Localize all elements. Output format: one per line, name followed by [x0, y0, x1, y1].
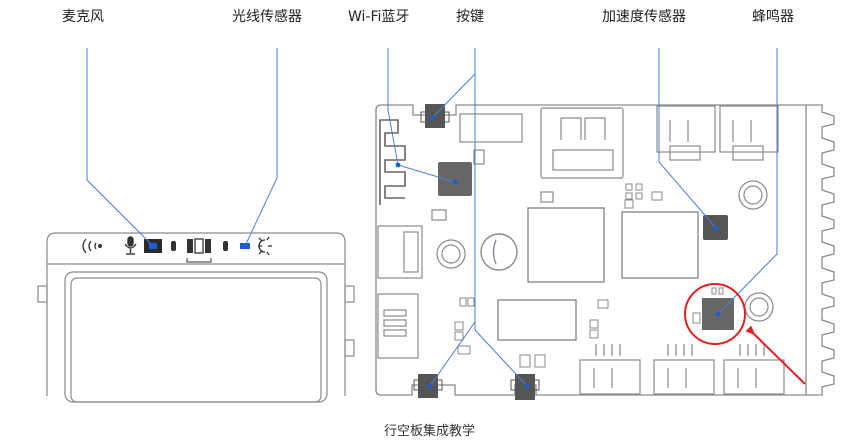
indicator-dot-2 [223, 241, 228, 251]
smd-small-4 [519, 354, 531, 368]
sound-wave-icon [82, 238, 102, 254]
dot-accelerometer [713, 225, 719, 231]
buzzer-marks [711, 287, 724, 295]
soc-chip [527, 207, 605, 283]
usb-host-port [540, 107, 624, 179]
figure-caption: 行空板集成教学 [384, 424, 476, 439]
smd-small-1 [473, 149, 485, 165]
label-wifi-bluetooth: Wi-Fi蓝牙 [348, 9, 410, 25]
grove-connector-top-2 [719, 105, 779, 161]
mounting-holes [436, 180, 774, 322]
dot-button-b [427, 383, 433, 389]
leader-button-top [431, 73, 476, 119]
side-button-right-bottom [344, 339, 355, 357]
label-light-sensor: 光线传感器 [232, 9, 302, 25]
pcb-outline [375, 104, 807, 396]
smd-small-5 [534, 354, 546, 368]
leader-wifi-bluetooth [387, 48, 456, 183]
header-strip [459, 113, 523, 143]
device-screen-inner [70, 277, 322, 403]
buzzer-highlight-circle [684, 283, 746, 345]
dot-light-sensor [242, 243, 248, 249]
device-outline [46, 232, 346, 396]
leader-microphone [86, 48, 154, 247]
side-button-left [37, 285, 48, 303]
wifi-bluetooth-chip [438, 162, 472, 196]
side-button-right-top [344, 285, 355, 303]
flash-chip [497, 299, 577, 341]
leader-buzzer [717, 48, 778, 315]
indicator-dot-1 [171, 241, 176, 251]
label-buzzer: 蜂鸣器 [752, 9, 794, 25]
edge-connector [806, 104, 835, 396]
dot-wifi-antenna [395, 162, 401, 168]
label-button: 按键 [456, 9, 484, 25]
leader-dots-right [395, 115, 721, 389]
sun-icon [258, 236, 272, 256]
button-home-cap [510, 379, 540, 391]
grove-connector-top-1 [656, 105, 716, 161]
button-a-cap [420, 111, 450, 123]
smd-small-2 [431, 209, 447, 221]
button-b-cap [413, 379, 443, 391]
grove-connectors-bottom [579, 344, 785, 395]
dot-button-a [429, 115, 435, 121]
dot-buzzer [715, 311, 721, 317]
memory-chip [621, 211, 699, 279]
leader-button-bottom [429, 321, 476, 387]
microphone-icon [124, 236, 137, 255]
device-front [37, 232, 355, 403]
dot-microphone [150, 243, 156, 249]
leader-accelerometer [658, 48, 717, 229]
usb-connector [186, 238, 212, 263]
smd-small-3 [540, 191, 554, 203]
side-connector [377, 293, 419, 359]
pcb-board [375, 104, 835, 396]
label-microphone: 麦克风 [62, 9, 104, 25]
label-accelerometer: 加速度传感器 [602, 9, 686, 25]
logo-mark [480, 233, 518, 271]
buzzer-highlight-arrow [745, 325, 806, 385]
leader-button-vertical [474, 48, 528, 387]
passive-components [454, 183, 701, 355]
leader-lines-left [86, 48, 278, 247]
leader-light-sensor [244, 48, 278, 247]
sd-card-slot [377, 225, 423, 279]
antenna-trace [379, 119, 406, 205]
dot-button-home [524, 383, 530, 389]
device-screen [64, 271, 328, 403]
dot-wifi-bluetooth [452, 179, 458, 185]
